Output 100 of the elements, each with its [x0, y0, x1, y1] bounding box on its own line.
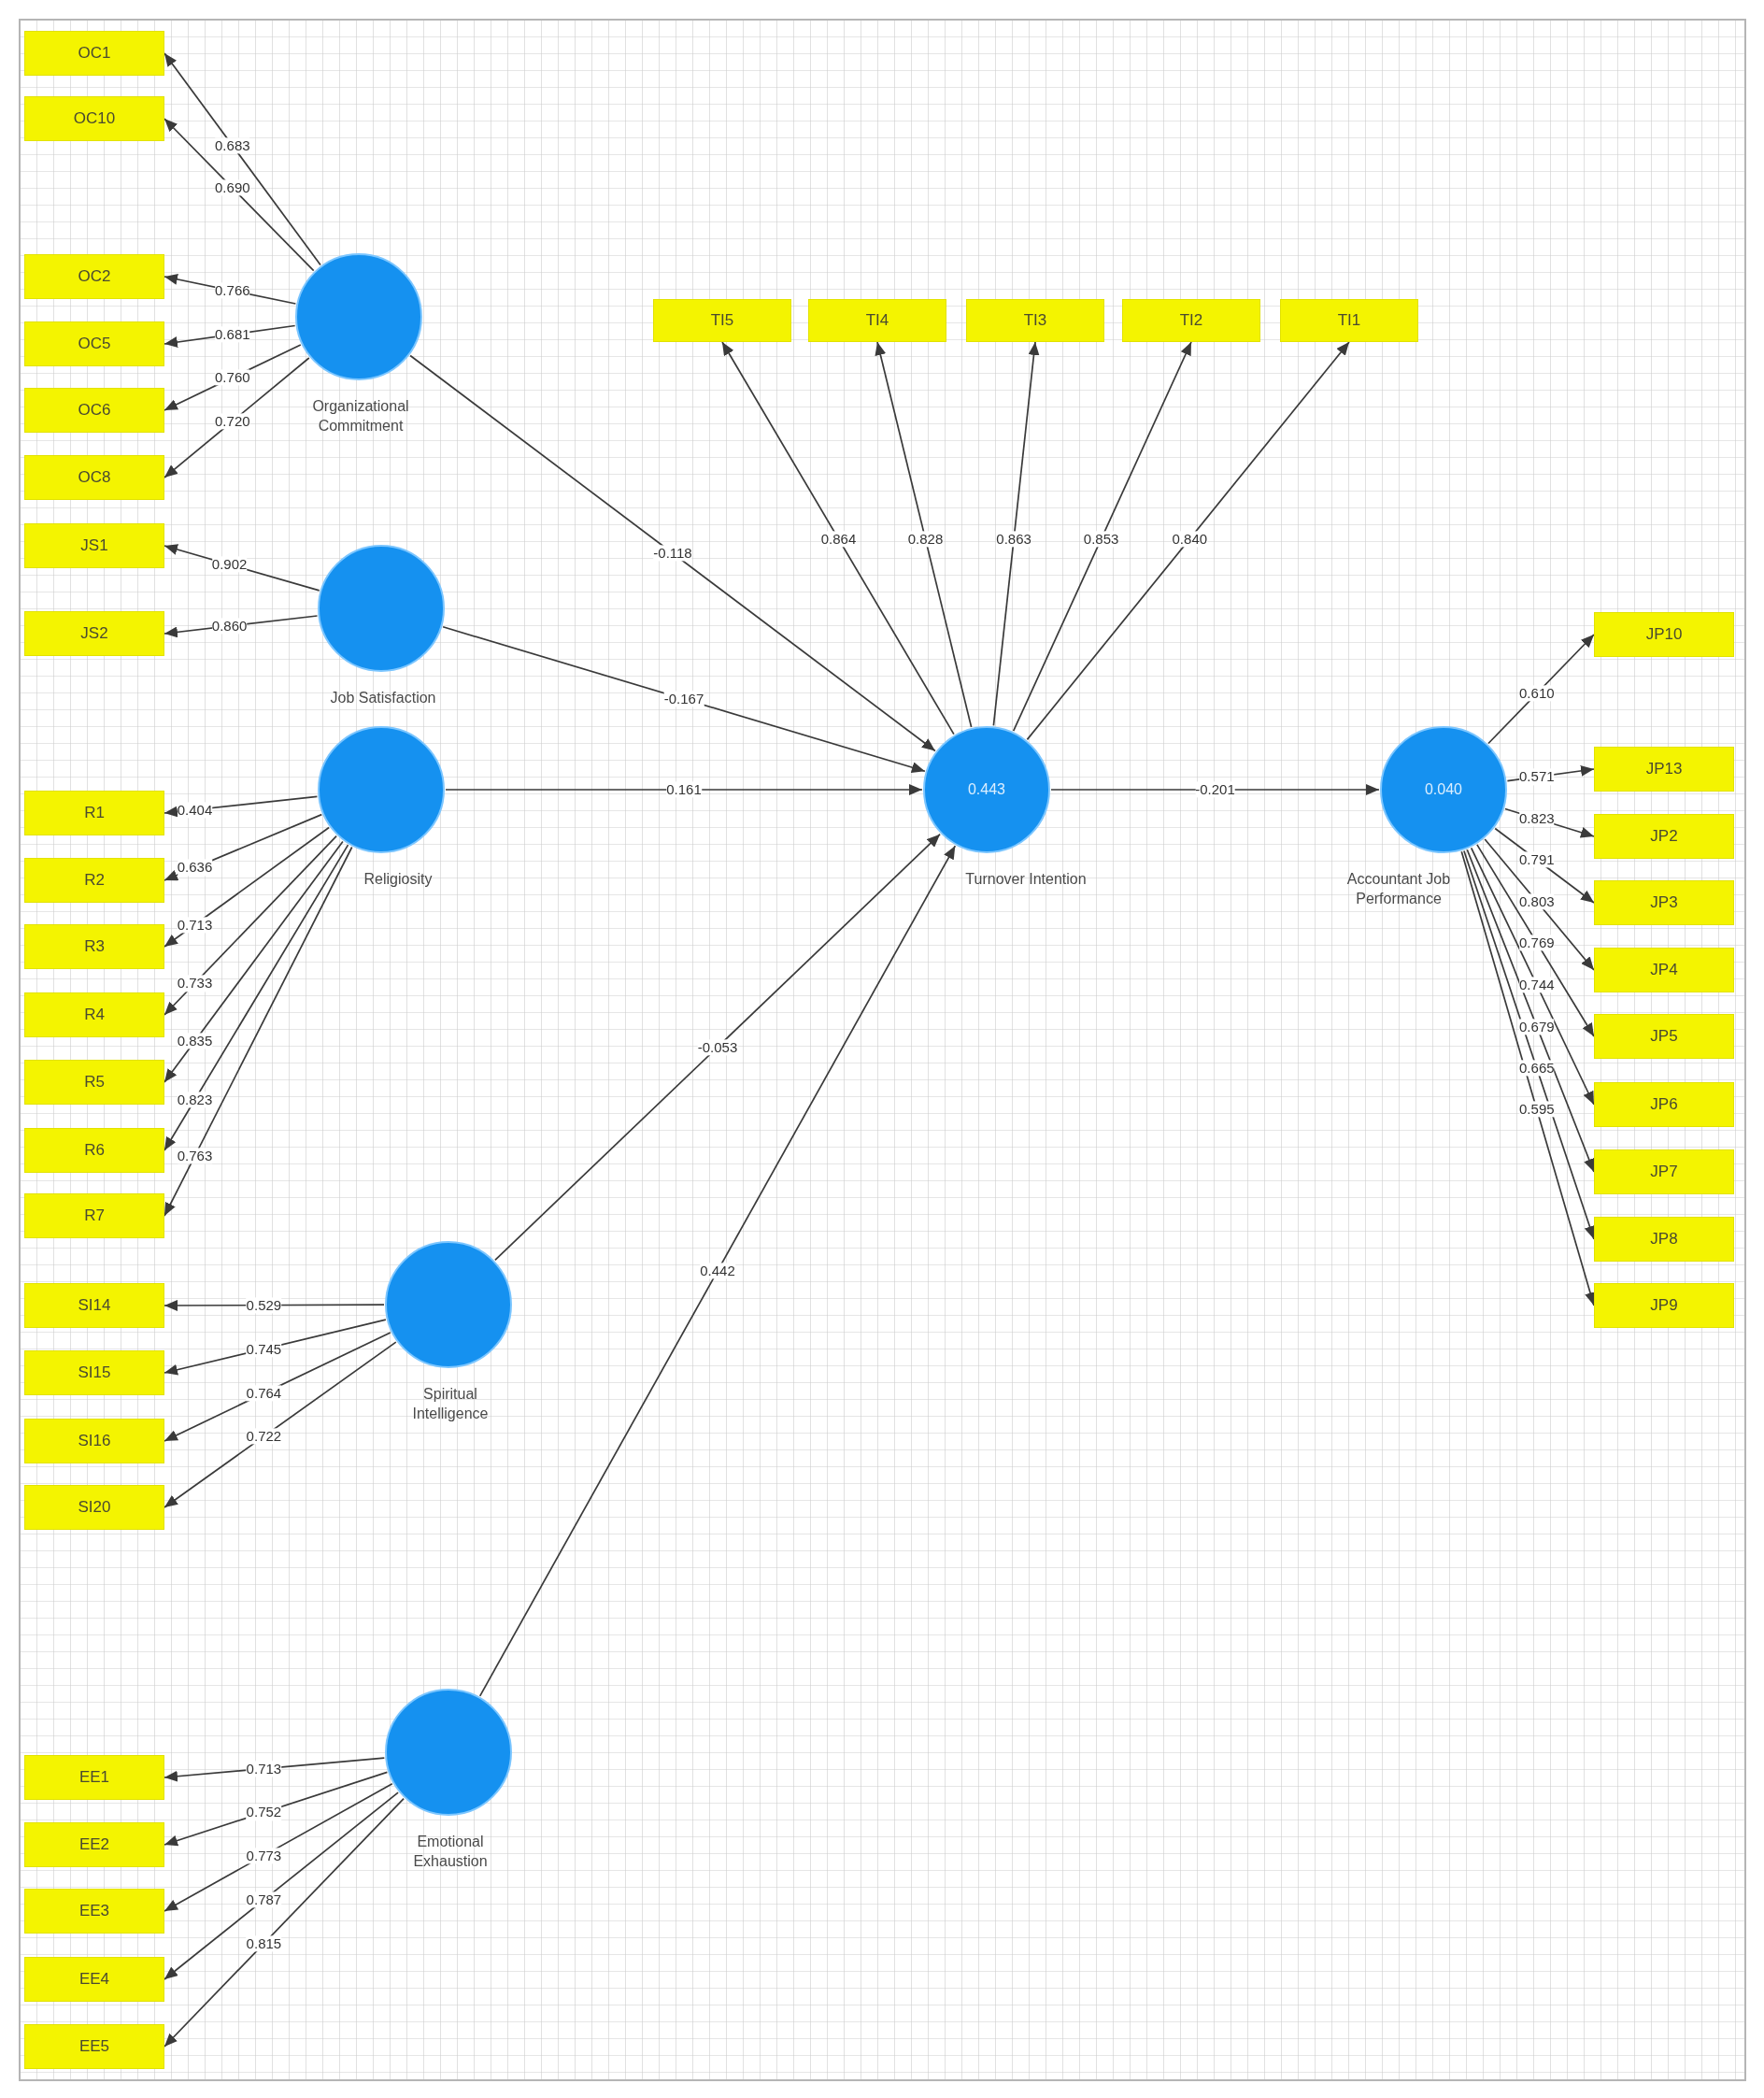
arrow [164, 840, 344, 1083]
indicator-box: JP3 [1594, 880, 1734, 925]
edge-label: 0.744 [1519, 977, 1555, 993]
arrow [992, 341, 1040, 727]
indicator-box: TI4 [808, 299, 946, 342]
indicator-box: SI20 [24, 1485, 164, 1530]
indicator-box: SI14 [24, 1283, 164, 1328]
arrow [1460, 850, 1596, 1306]
indicator-box: JP8 [1594, 1217, 1734, 1262]
construct-label: Emotional Exhaustion [412, 1833, 489, 1871]
indicator-box: OC8 [24, 455, 164, 500]
arrow [164, 846, 353, 1217]
arrow [494, 833, 941, 1262]
arrow [1463, 849, 1596, 1240]
edge-label: 0.763 [177, 1148, 213, 1164]
edge-label: 0.835 [177, 1033, 213, 1049]
indicator-box: JP2 [1594, 814, 1734, 859]
indicator-box: TI3 [966, 299, 1104, 342]
edge-label: 0.636 [177, 859, 213, 876]
r-squared-value: 0.443 [967, 780, 1005, 799]
arrow [164, 118, 315, 272]
arrow [1026, 341, 1350, 741]
edge-label: 0.760 [215, 369, 250, 386]
indicator-box: OC6 [24, 388, 164, 433]
indicator-box: TI2 [1122, 299, 1260, 342]
construct-label: Turnover Intention [965, 870, 1087, 889]
edge-label: 0.529 [246, 1297, 282, 1314]
arrow [164, 844, 349, 1151]
edge-label: 0.864 [820, 531, 857, 548]
edge-label: 0.815 [246, 1935, 282, 1952]
indicator-box: EE2 [24, 1822, 164, 1867]
indicator-box: EE3 [24, 1889, 164, 1934]
arrow [442, 625, 926, 773]
edge-label: 0.764 [246, 1385, 282, 1402]
arrow [1050, 784, 1380, 795]
construct-label: Organizational Commitment [311, 397, 410, 435]
construct-label: Religiosity [363, 870, 433, 889]
edge-label: -0.167 [663, 691, 704, 707]
indicator-box: JP13 [1594, 747, 1734, 792]
arrow [164, 1797, 405, 2048]
r-squared-value: 0.040 [1424, 780, 1462, 799]
arrow [164, 1791, 399, 1980]
edge-label: 0.571 [1519, 768, 1555, 785]
edge-label: 0.823 [177, 1092, 213, 1108]
edge-label: 0.863 [996, 531, 1031, 548]
edge-label: -0.201 [1195, 781, 1235, 798]
arrow [409, 354, 936, 752]
indicator-box: JP4 [1594, 948, 1734, 992]
indicator-box: R6 [24, 1128, 164, 1173]
arrow [1470, 847, 1595, 1106]
edge-label: 0.722 [246, 1428, 282, 1445]
edge-label: 0.442 [700, 1263, 735, 1279]
edge-label: 0.610 [1519, 685, 1555, 702]
edge-label: 0.733 [177, 975, 213, 992]
indicator-box: JS2 [24, 611, 164, 656]
indicator-box: OC2 [24, 254, 164, 299]
edge-label: 0.803 [1519, 893, 1555, 910]
edge-label: 0.595 [1519, 1101, 1555, 1118]
edge-label: 0.828 [907, 531, 944, 548]
construct-label: Accountant Job Performance [1345, 870, 1452, 908]
indicator-box: R5 [24, 1060, 164, 1105]
edge-label: 0.791 [1519, 851, 1555, 868]
arrow [478, 845, 957, 1697]
indicator-box: JP5 [1594, 1014, 1734, 1059]
edge-label: 0.840 [1172, 531, 1208, 548]
indicator-box: JP6 [1594, 1082, 1734, 1127]
edge-label: 0.683 [215, 137, 250, 154]
indicator-box: R7 [24, 1193, 164, 1238]
edge-label: 0.787 [246, 1891, 282, 1908]
indicator-box: TI5 [653, 299, 791, 342]
edge-label: 0.766 [215, 282, 250, 299]
construct-label: Spiritual Intelligence [411, 1385, 490, 1423]
indicator-box: EE5 [24, 2024, 164, 2069]
edge-label: 0.161 [666, 781, 702, 798]
indicator-box: R1 [24, 791, 164, 835]
indicator-box: R2 [24, 858, 164, 903]
indicator-box: OC1 [24, 31, 164, 76]
indicator-box: JP7 [1594, 1149, 1734, 1194]
arrow [164, 1341, 397, 1508]
edge-label: 0.769 [1519, 935, 1555, 951]
edge-label: 0.690 [215, 179, 250, 196]
arrow [164, 835, 337, 1016]
edge-label: 0.853 [1083, 531, 1119, 548]
indicator-box: JP10 [1594, 612, 1734, 657]
edge-label: 0.823 [1519, 810, 1555, 827]
construct-label: Job Satisfaction [330, 689, 436, 707]
indicator-box: R3 [24, 924, 164, 969]
arrow [721, 341, 955, 735]
indicator-box: EE1 [24, 1755, 164, 1800]
indicator-box: SI15 [24, 1350, 164, 1395]
indicator-box: JS1 [24, 523, 164, 568]
arrow [1476, 844, 1595, 1037]
arrow [164, 52, 321, 266]
edge-label: 0.720 [215, 413, 250, 430]
edge-label: 0.752 [246, 1804, 282, 1820]
edge-label: 0.860 [211, 618, 248, 635]
edge-label: 0.681 [215, 326, 250, 343]
indicator-box: EE4 [24, 1957, 164, 2002]
indicator-box: R4 [24, 992, 164, 1037]
arrow [1484, 838, 1595, 971]
